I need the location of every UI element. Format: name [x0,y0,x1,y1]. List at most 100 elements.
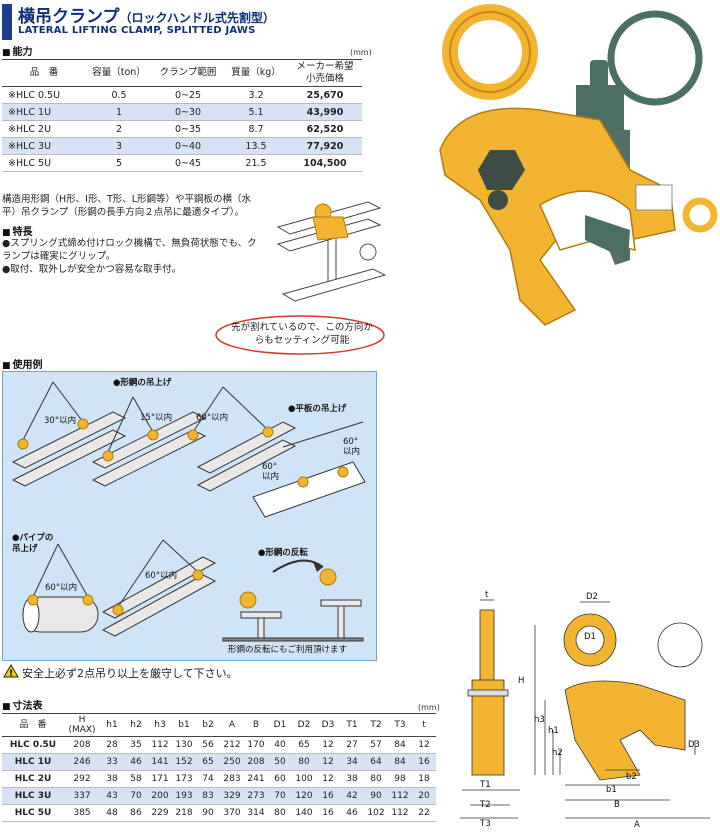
column-header: D3 [316,713,340,737]
table-cell: 65 [292,736,316,754]
table-cell: 5.1 [224,103,288,121]
column-header: 品 番 [2,713,64,737]
table-cell: 43 [100,787,124,805]
usage-section-title: 使用例 [2,356,43,371]
row-model-cell: HLC 3U [2,787,64,805]
column-header: T3 [388,713,412,737]
dim-label-d1: D1 [584,632,596,642]
table-cell: 56 [196,736,220,754]
table-cell: 42 [340,787,364,805]
row-model-cell: ※HLC 3U [2,137,86,155]
dim-label-b2: b2 [626,772,637,782]
table-cell: 212 [220,736,244,754]
table-cell: 0~35 [152,120,224,138]
table-cell: 50 [268,753,292,771]
dim-label-t2: T2 [480,800,491,810]
table-cell: 337 [64,787,100,805]
table-cell: 46 [124,753,148,771]
table-cell: 35 [124,736,148,754]
dimensions-section-title: 寸法表 [2,697,43,712]
dimensions-unit: (mm) [418,703,440,712]
table-cell: 13.5 [224,137,288,155]
table-cell: 77,920 [288,137,362,155]
table-cell: 12 [412,736,436,754]
table-cell: 83 [196,787,220,805]
table-cell: 58 [124,770,148,788]
warning-text: 安全上必ず2点吊り以上を厳守して下さい。 [22,667,238,680]
table-cell: 170 [244,736,268,754]
row-model-cell: ※HLC 0.5U [2,86,86,104]
feature-item: ●取付、取外しが安全かつ容易な取手付。 [2,264,182,275]
dim-label-h2: h2 [552,748,563,758]
table-cell: 86 [124,804,148,822]
table-cell: 27 [340,736,364,754]
table-cell: 100 [292,770,316,788]
row-model-cell: HLC 1U [2,753,64,771]
dim-label-b1: b1 [606,785,617,795]
table-cell: 250 [220,753,244,771]
table-cell: 171 [148,770,172,788]
table-cell: 2 [86,120,152,138]
table-cell: 18 [412,770,436,788]
table-cell: 16 [316,804,340,822]
angle-label: 60°以内 [45,583,78,593]
table-cell: 12 [316,770,340,788]
table-cell: 21.5 [224,154,288,172]
dim-label-h3: h3 [534,715,545,725]
column-header: 質量（kg） [224,59,288,87]
row-model-cell: HLC 2U [2,770,64,788]
table-cell: 80 [364,770,388,788]
row-model-cell: ※HLC 5U [2,154,86,172]
table-cell: 130 [172,736,196,754]
row-model-cell: HLC 5U [2,804,64,822]
table-cell: 65 [196,753,220,771]
product-description: 構造用形鋼（H形、I形、T形、L形鋼等）や平鋼板の横（水平）吊クランプ（形鋼の長… [2,194,252,218]
table-cell: 200 [148,787,172,805]
table-cell: 70 [124,787,148,805]
angle-label: 60° 以内 [262,462,280,482]
table-cell: 74 [196,770,220,788]
row-model-cell: ※HLC 1U [2,103,86,121]
table-cell: 3.2 [224,86,288,104]
table-cell: 12 [316,753,340,771]
dimension-drawing [460,599,710,819]
table-cell: 38 [340,770,364,788]
table-cell: 246 [64,753,100,771]
table-cell: 16 [316,787,340,805]
table-cell: 314 [244,804,268,822]
dim-label-h1: h1 [548,726,559,736]
table-cell: 208 [64,736,100,754]
feature-item: ●スプリング式締め付けロック機構で、無負荷状態でも、クランプは確実にグリップ。 [2,238,257,262]
table-cell: 60 [268,770,292,788]
table-cell: 140 [292,804,316,822]
table-cell: 0~30 [152,103,224,121]
features-list: ●スプリング式締め付けロック機構で、無負荷状態でも、クランプは確実にグリップ。 … [2,237,264,276]
table-cell: 25,670 [288,86,362,104]
table-cell: 64 [364,753,388,771]
dim-label-b: B [614,800,620,810]
page-title: 横吊クランプ（ロックハンドル式先割型） [18,2,275,27]
table-cell: 112 [388,787,412,805]
table-cell: 104,500 [288,154,362,172]
column-header: B [244,713,268,737]
table-cell: 141 [148,753,172,771]
table-cell: 385 [64,804,100,822]
table-cell: 0~45 [152,154,224,172]
table-cell: 5 [86,154,152,172]
table-cell: 218 [172,804,196,822]
table-cell: 208 [244,753,268,771]
table-cell: 28 [100,736,124,754]
hbeam-setup-diagram [276,201,387,302]
flip-note: 形鋼の反転にもご利用頂けます [228,645,348,655]
column-header: h2 [124,713,148,737]
capacity-header-row: 品 番容量（ton）クランプ範囲質量（kg）メーカー希望 小売価格 [2,59,362,87]
column-header: 品 番 [2,59,86,87]
table-cell: 22 [412,804,436,822]
callout-text: 先が割れているので、この方向からもセッティング可能 [231,322,373,346]
capacity-section-title: 能力 [2,43,33,58]
table-cell: 90 [364,787,388,805]
